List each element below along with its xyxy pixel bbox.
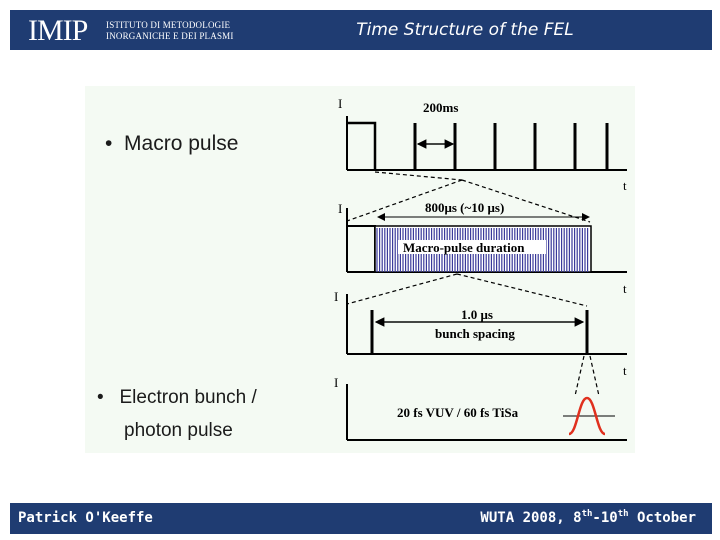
macro-step-left <box>346 225 376 272</box>
logo-line-2: INORGANICHE E DEI PLASMI <box>106 31 234 41</box>
macro-duration-label: Macro-pulse duration <box>403 240 525 255</box>
bullet-macro-pulse: • Macro pulse <box>105 132 239 155</box>
bullet-photon-pulse: photon pulse <box>124 420 233 441</box>
logo-mark: IMIP <box>28 14 88 47</box>
author-name: Patrick O'Keeffe <box>18 510 153 526</box>
label-1us: 1.0 μs <box>461 307 493 322</box>
institute-logo: IMIP ISTITUTO DI METODOLOGIE INORGANICHE… <box>28 14 238 47</box>
label-200ms: 200ms <box>423 100 458 115</box>
timing-diagram: 200ms I t Macro-pulse duration 800μs (~1… <box>334 96 627 441</box>
footer-bar: Patrick O'Keeffe WUTA 2008, 8th-10th Oct… <box>10 503 712 534</box>
macro-pulse-step <box>347 121 377 170</box>
y-label-4: I <box>334 375 338 390</box>
zoom-lines-3 <box>574 355 600 397</box>
zoom-lines-2 <box>346 273 588 307</box>
conference-info: WUTA 2008, 8th-10th October <box>480 509 696 527</box>
label-800us: 800μs (~10 μs) <box>425 200 504 215</box>
label-pulse-duration: 20 fs VUV / 60 fs TiSa <box>397 405 519 420</box>
panel-bunch-spacing: 1.0 μs bunch spacing I t <box>334 289 627 378</box>
panel-photon-pulse: 20 fs VUV / 60 fs TiSa I <box>334 375 627 441</box>
x-label-3: t <box>623 363 627 378</box>
panel-macro-pulse: Macro-pulse duration 800μs (~10 μs) I t <box>338 200 627 296</box>
x-label-1: t <box>623 178 627 193</box>
photon-pulse-curve <box>568 396 606 436</box>
fel-time-structure-figure: • Macro pulse • Electron bunch / photon … <box>85 86 635 453</box>
y-label-2: I <box>338 201 342 216</box>
panel-macro-pulse-train: 200ms I t <box>338 96 627 193</box>
zoom-lines-1 <box>346 171 591 223</box>
bullet-electron-bunch: • Electron bunch / <box>97 387 257 408</box>
x-label-2: t <box>623 281 627 296</box>
logo-line-1: ISTITUTO DI METODOLOGIE <box>106 20 231 30</box>
macro-duration-label-bg <box>398 240 546 254</box>
y-label-3: I <box>334 289 338 304</box>
header-bar: IMIP ISTITUTO DI METODOLOGIE INORGANICHE… <box>10 10 712 50</box>
y-label-1: I <box>338 96 342 111</box>
label-bunch-spacing: bunch spacing <box>435 326 515 341</box>
slide-title: Time Structure of the FEL <box>356 20 574 40</box>
